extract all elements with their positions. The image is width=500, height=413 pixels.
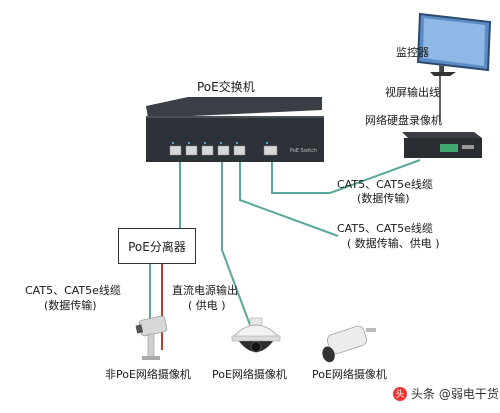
- port-2: [185, 145, 198, 156]
- port-4: [217, 145, 230, 156]
- poe-link-line1: CAT5、CAT5e线缆: [337, 222, 433, 235]
- splitter-link-line1: CAT5、CAT5e线缆: [25, 284, 121, 297]
- watermark-text: 头条 @弱电干货: [411, 387, 499, 401]
- watermark: 头 头条 @弱电干货: [393, 385, 499, 402]
- nvr-label: 网络硬盘录像机: [365, 114, 442, 127]
- cables: [149, 60, 441, 350]
- port-1: [169, 145, 182, 156]
- video-cable-label: 视屏输出线: [385, 86, 440, 99]
- cable-switch-to-nvr: [271, 159, 421, 194]
- switch-badge: PoE Switch: [290, 148, 317, 154]
- switch-title: PoE交换机: [197, 80, 255, 94]
- poe-switch-device: PoE Switch: [146, 97, 324, 162]
- port-5: [233, 145, 246, 156]
- dc-output-line1: 直流电源输出: [172, 284, 238, 297]
- switch-ports: [169, 145, 278, 156]
- nvr-link-line2: (数据传输): [357, 192, 410, 205]
- poe-bullet-camera: [322, 325, 376, 363]
- monitor-label: 监控器: [396, 46, 429, 59]
- camera-label-poe-bullet: PoE网络摄像机: [312, 368, 387, 381]
- dc-output-line2: ( 供电 ): [188, 299, 226, 312]
- poe-splitter: PoE分离器: [118, 228, 196, 264]
- cable-switch-to-poe-camera-right: [239, 160, 339, 237]
- monitor-device: [416, 12, 492, 76]
- non-poe-camera: [135, 315, 168, 360]
- toutiao-logo-icon: 头: [393, 386, 407, 401]
- switch-top: [146, 97, 322, 118]
- camera-label-non-poe: 非PoE网络摄像机: [105, 368, 191, 381]
- port-uplink: [263, 145, 278, 156]
- poe-link-line2: ( 数据传输、供电 ): [347, 237, 440, 250]
- poe-dome-camera: [231, 317, 281, 353]
- camera-label-poe-dome: PoE网络摄像机: [212, 368, 287, 381]
- cable-switch-to-poe-camera-center: [221, 160, 251, 326]
- nvr-device: [402, 132, 482, 158]
- port-3: [201, 145, 214, 156]
- nvr-link-line1: CAT5、CAT5e线缆: [337, 178, 433, 191]
- splitter-link-line2: (数据传输): [44, 299, 97, 312]
